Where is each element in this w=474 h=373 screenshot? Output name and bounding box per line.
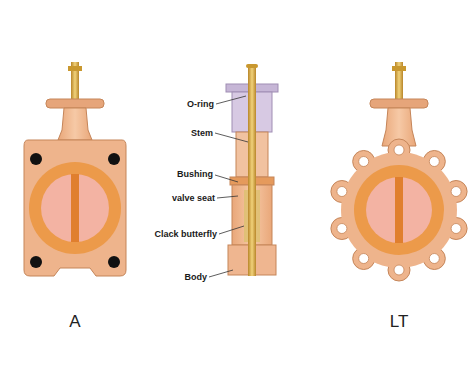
bolt-hole [451, 224, 461, 234]
part-label: Body [185, 272, 208, 282]
leader-lines [209, 96, 248, 277]
part-label: Bushing [177, 169, 213, 179]
part-label: Clack butterfly [155, 229, 218, 239]
bolt-hole [394, 265, 404, 275]
bolt-hole [394, 145, 404, 155]
bolt-hole [451, 187, 461, 197]
bolt-hole [429, 157, 439, 167]
bolt-hole [359, 254, 369, 264]
cross-section [226, 64, 278, 276]
part-label: valve seat [172, 193, 215, 203]
type-label: LT [390, 312, 409, 332]
lug-valve [331, 62, 467, 281]
bolt-hole [337, 187, 347, 197]
part-label: O-ring [187, 99, 214, 109]
bolt-hole [337, 224, 347, 234]
wafer-valve [24, 62, 126, 276]
bolt-hole [359, 157, 369, 167]
type-label: A [69, 312, 80, 332]
part-label: Stem [191, 128, 213, 138]
bolt-hole [429, 254, 439, 264]
